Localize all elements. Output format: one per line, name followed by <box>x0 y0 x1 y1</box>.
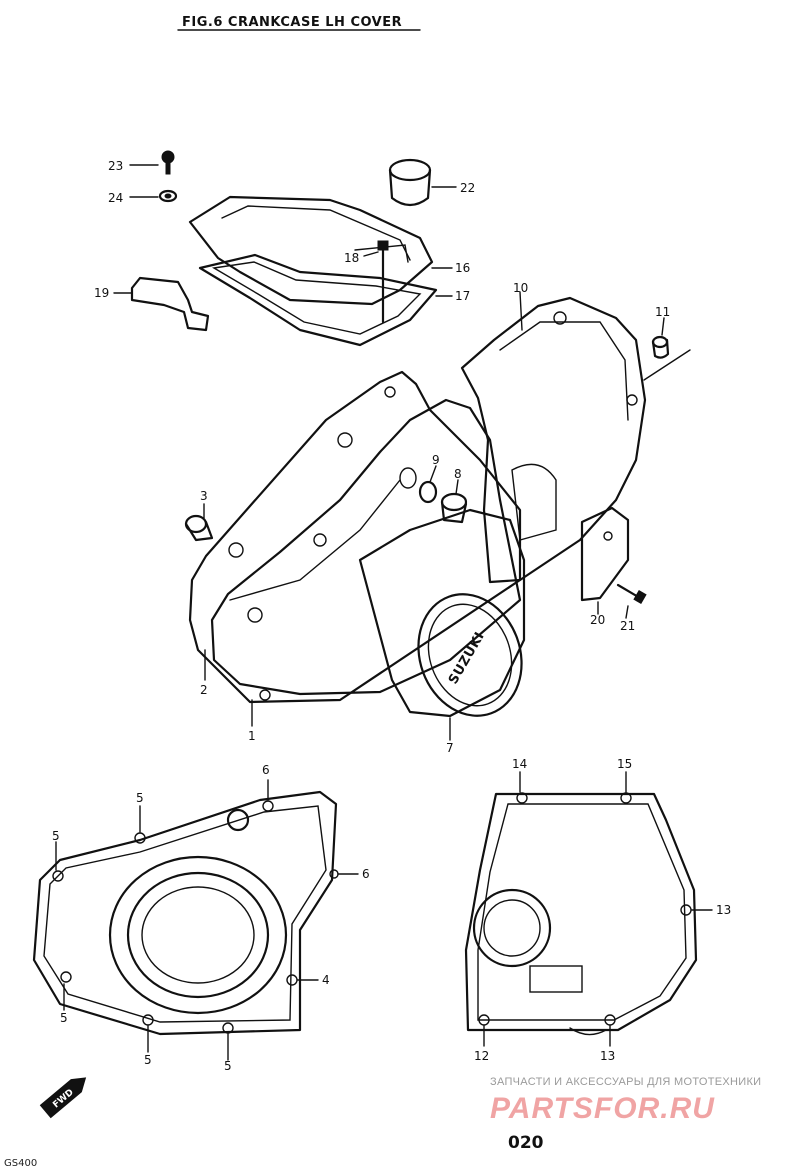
forward-direction-badge: FWD <box>39 1077 87 1119</box>
callout-12: 12 <box>474 1049 489 1063</box>
part-18-screw <box>377 240 389 324</box>
callout-6a: 6 <box>262 763 270 777</box>
part-10-outer-cover <box>460 296 647 584</box>
callout-21: 21 <box>620 619 635 633</box>
part-21-screw <box>616 583 647 605</box>
page-number: 020 <box>508 1133 544 1153</box>
part-16-cover <box>188 195 434 306</box>
callout-5b: 5 <box>52 829 60 843</box>
part-11-cap <box>651 335 670 359</box>
callout-8: 8 <box>454 467 462 481</box>
part-1-inner-cover <box>210 398 522 701</box>
model-footer: GS400 <box>4 1158 37 1168</box>
part-2-gasket <box>188 370 522 704</box>
callout-3: 3 <box>200 489 208 503</box>
part-19-bracket <box>130 276 210 332</box>
callout-23: 23 <box>108 159 123 173</box>
bottom-left-cover <box>32 790 339 1036</box>
part-20-small-cover <box>580 506 630 602</box>
bottom-right-cover <box>464 792 698 1036</box>
callout-5a: 5 <box>136 791 144 805</box>
callout-2: 2 <box>200 683 208 697</box>
watermark-brand: PARTSFOR.RU <box>490 1092 715 1125</box>
part-22-plug <box>388 158 432 207</box>
callout-11: 11 <box>655 305 670 319</box>
callout-5e: 5 <box>224 1059 232 1073</box>
part-17-gasket <box>198 253 438 347</box>
callout-5d: 5 <box>144 1053 152 1067</box>
callout-20: 20 <box>590 613 605 627</box>
callout-13a: 13 <box>716 903 731 917</box>
part-24-washer <box>158 189 178 203</box>
callout-10: 10 <box>513 281 528 295</box>
callout-22: 22 <box>460 181 475 195</box>
part-7-emblem-cover: SUZUKI <box>358 508 526 718</box>
callout-19: 19 <box>94 286 109 300</box>
figure-title: FIG.6 CRANKCASE LH COVER <box>182 15 402 30</box>
part-3-dowel <box>184 514 214 542</box>
callout-4: 4 <box>322 973 330 987</box>
callout-1: 1 <box>248 729 256 743</box>
callout-24: 24 <box>108 191 123 205</box>
callout-9: 9 <box>432 453 440 467</box>
part-9-seal <box>399 467 438 504</box>
callout-13b: 13 <box>600 1049 615 1063</box>
callout-6b: 6 <box>362 867 370 881</box>
callout-16: 16 <box>455 261 470 275</box>
part-23-bolt <box>161 150 175 175</box>
watermark-tagline: ЗАПЧАСТИ И АКСЕССУАРЫ ДЛЯ МОТОТЕХНИКИ <box>490 1076 761 1088</box>
callout-7: 7 <box>446 741 454 755</box>
callout-17: 17 <box>455 289 470 303</box>
callout-14: 14 <box>512 757 527 771</box>
callout-5c: 5 <box>60 1011 68 1025</box>
callout-18: 18 <box>344 251 359 265</box>
callout-15: 15 <box>617 757 632 771</box>
